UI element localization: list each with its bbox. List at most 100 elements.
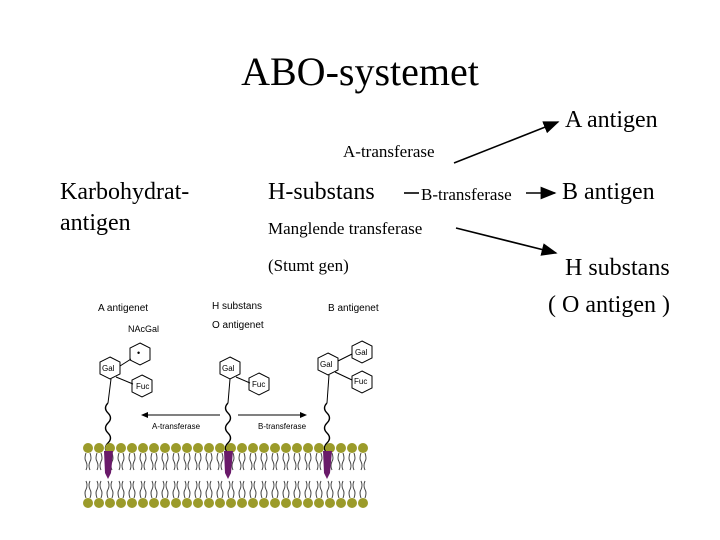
fuc-hexagon-a <box>131 374 153 398</box>
lipid-tail <box>198 452 202 471</box>
lipid-head <box>259 443 269 453</box>
lipid-tail <box>205 452 209 471</box>
lipid-tail <box>271 480 275 499</box>
lipid-head <box>303 443 313 453</box>
lipid-tail <box>216 480 220 499</box>
lipid-tail <box>249 480 253 499</box>
lipid-tail <box>121 480 125 499</box>
lipid-tail <box>128 480 132 499</box>
lipid-head <box>270 498 280 508</box>
lipid-head <box>325 443 335 453</box>
lipid-tail <box>106 480 110 499</box>
lipid-tail <box>249 452 253 471</box>
fig-a-transferase-label: A-transferase <box>152 422 201 431</box>
lipid-tail <box>341 480 345 499</box>
lipid-tail <box>297 452 301 471</box>
lipid-tail <box>187 480 191 499</box>
h-substance-sugars <box>219 356 270 404</box>
lipid-head <box>237 443 247 453</box>
gal-hexagon-b <box>317 352 339 376</box>
arrow-to-a-antigen <box>453 121 560 164</box>
lipid-tail <box>139 452 143 471</box>
fig-gal-label-b: Gal <box>320 360 333 369</box>
lipid-tail <box>242 480 246 499</box>
lipid-tail <box>220 480 224 499</box>
fuc-hexagon-b <box>351 370 373 394</box>
lipid-tail <box>161 452 165 471</box>
lipid-head <box>259 498 269 508</box>
lipid-tail <box>282 452 286 471</box>
lipid-tail <box>150 480 154 499</box>
lipid-head <box>127 443 137 453</box>
lipid-tail <box>88 452 92 471</box>
lipid-tail <box>330 452 334 471</box>
lipid-tail <box>132 452 136 471</box>
lipid-tail <box>293 452 297 471</box>
lipid-tail <box>216 452 220 471</box>
lipid-tail <box>172 452 176 471</box>
lipid-tail <box>286 452 290 471</box>
lipid-head <box>127 498 137 508</box>
lipid-tail <box>348 480 352 499</box>
nacgal-dot: • <box>137 348 140 358</box>
lipid-tail <box>165 480 169 499</box>
lipid-tail <box>341 452 345 471</box>
lipid-head <box>171 498 181 508</box>
gal-hexagon-a <box>99 356 121 380</box>
lipid-tail <box>165 452 169 471</box>
lipid-tail <box>154 452 158 471</box>
lipid-tail <box>143 452 147 471</box>
lipid-tail <box>337 452 341 471</box>
lipid-tail <box>117 452 121 471</box>
lipid-tail <box>363 480 367 499</box>
lipid-head <box>83 443 93 453</box>
fig-o-antigenet-label: O antigenet <box>212 320 264 331</box>
lipid-head <box>248 443 258 453</box>
lipid-tail <box>84 480 88 499</box>
lipid-head <box>358 443 368 453</box>
fig-gal-label-b-top: Gal <box>355 348 368 357</box>
lipid-tail <box>293 480 297 499</box>
fig-gal-label-a: Gal <box>102 364 115 373</box>
page-title: ABO-systemet <box>241 49 479 94</box>
lipid-tail <box>84 452 88 471</box>
b-transferase-label: B-transferase <box>421 185 512 204</box>
lipid-tail <box>183 480 187 499</box>
silent-gene-label: (Stumt gen) <box>268 256 349 275</box>
lipid-tail <box>304 452 308 471</box>
lipid-head <box>303 498 313 508</box>
lipid-head <box>193 498 203 508</box>
lipid-tail <box>99 452 103 471</box>
carbohydrate-antigen-label-line2: antigen <box>60 210 131 236</box>
nacgal-hexagon <box>129 342 151 366</box>
lipid-tail <box>209 480 213 499</box>
lipid-tail <box>330 480 334 499</box>
lipid-head <box>182 498 192 508</box>
lipid-head <box>270 443 280 453</box>
lipid-head <box>204 498 214 508</box>
lipid-head <box>149 498 159 508</box>
lipid-tail <box>348 452 352 471</box>
fig-fuc-label-h: Fuc <box>252 380 265 389</box>
lipid-head <box>204 443 214 453</box>
lipid-tail <box>143 480 147 499</box>
lipid-head <box>182 443 192 453</box>
lipid-head <box>347 498 357 508</box>
lipid-tail <box>253 480 257 499</box>
lipid-tail <box>308 452 312 471</box>
lipid-head <box>336 443 346 453</box>
lipid-head <box>281 498 291 508</box>
lipid-tail <box>271 452 275 471</box>
b-antigen-label: B antigen <box>562 179 655 205</box>
lipid-tail <box>209 452 213 471</box>
a-antigen-sugars <box>99 342 153 404</box>
fig-fuc-label-b: Fuc <box>354 377 367 386</box>
lipid-tail <box>363 452 367 471</box>
lipid-head <box>149 443 159 453</box>
fig-a-antigenet-label: A antigenet <box>98 303 148 314</box>
fig-b-antigenet-label: B antigenet <box>328 303 379 314</box>
lipid-tail <box>308 480 312 499</box>
lipid-head <box>105 498 115 508</box>
lipid-tail <box>128 452 132 471</box>
lipid-head <box>347 443 357 453</box>
